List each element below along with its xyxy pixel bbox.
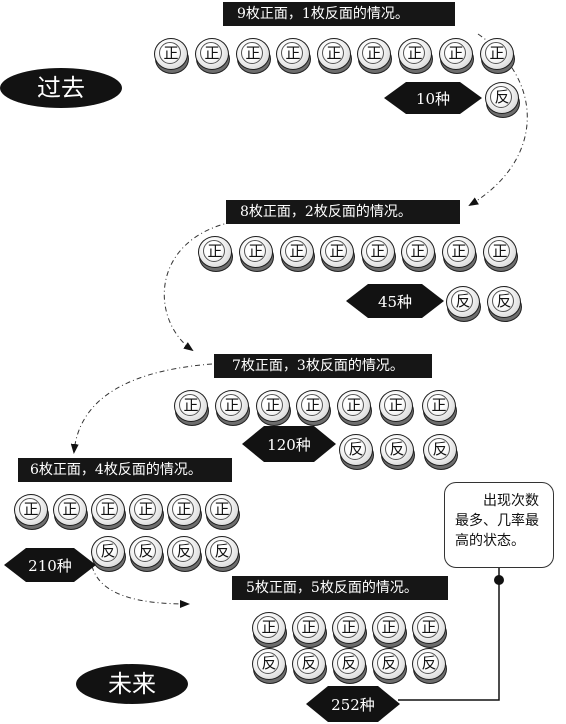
coin-heads: 正 (215, 390, 251, 426)
coin-tails: 反 (423, 434, 459, 470)
coin-heads: 正 (129, 494, 165, 530)
count-label: 120种 (267, 436, 311, 454)
coin-tails: 反 (487, 286, 523, 322)
caption-group-3: 7枚正面，3枚反面的情况。 (214, 354, 432, 378)
coin-heads: 正 (422, 390, 458, 426)
coin-heads: 正 (296, 390, 332, 426)
coin-heads: 正 (317, 38, 353, 74)
coin-heads: 正 (357, 38, 393, 74)
coin-tails: 反 (252, 648, 288, 684)
count-label: 10种 (415, 90, 451, 108)
future-label: 未来 (76, 664, 188, 704)
arrow-group2-to-group3 (163, 221, 233, 352)
coin-tails: 反 (129, 536, 165, 572)
coin-heads: 正 (276, 38, 312, 74)
count-label: 210种 (28, 557, 72, 575)
coin-heads: 正 (256, 390, 292, 426)
coin-heads: 正 (198, 236, 234, 272)
coin-heads: 正 (483, 236, 519, 272)
count-badge-group-3: 120种 (242, 426, 336, 462)
coin-heads: 正 (292, 612, 328, 648)
coin-heads: 正 (167, 494, 203, 530)
coin-tails: 反 (167, 536, 203, 572)
caption-group-5: 5枚正面，5枚反面的情况。 (232, 576, 448, 600)
coin-heads: 正 (154, 38, 190, 74)
coin-tails: 反 (412, 648, 448, 684)
coin-heads: 正 (480, 38, 516, 74)
coin-heads: 正 (14, 494, 50, 530)
caption-group-1: 9枚正面，1枚反面的情况。 (223, 2, 455, 26)
coin-tails: 反 (292, 648, 328, 684)
coin-heads: 正 (53, 494, 89, 530)
coin-heads: 正 (361, 236, 397, 272)
past-label: 过去 (0, 68, 122, 108)
note-pointer-dot (494, 575, 504, 585)
coin-heads: 正 (401, 236, 437, 272)
coin-heads: 正 (398, 38, 434, 74)
count-label: 252种 (331, 696, 375, 714)
count-badge-group-2: 45种 (346, 284, 444, 318)
coin-tails: 反 (332, 648, 368, 684)
count-badge-group-5: 252种 (306, 686, 400, 722)
coin-heads: 正 (252, 612, 288, 648)
count-label: 45种 (377, 293, 413, 311)
coin-tails: 反 (380, 434, 416, 470)
note-pointer-line (398, 568, 500, 701)
coin-heads: 正 (442, 236, 478, 272)
arrow-group3-to-group4 (70, 363, 213, 454)
coin-heads: 正 (372, 612, 408, 648)
coin-heads: 正 (236, 38, 272, 74)
count-badge-group-4: 210种 (4, 548, 96, 582)
coin-heads: 正 (205, 494, 241, 530)
coin-heads: 正 (280, 236, 316, 272)
coin-heads: 正 (195, 38, 231, 74)
coin-tails: 反 (485, 82, 521, 118)
coin-tails: 反 (446, 286, 482, 322)
count-badge-group-1: 10种 (384, 82, 482, 114)
coin-tails: 反 (339, 434, 375, 470)
coin-heads: 正 (239, 236, 275, 272)
coin-heads: 正 (174, 390, 210, 426)
coin-tails: 反 (372, 648, 408, 684)
caption-group-4: 6枚正面，4枚反面的情况。 (18, 458, 232, 482)
coin-heads: 正 (412, 612, 448, 648)
note-callout: 出现次数最多、几率最高的状态。 (444, 482, 554, 568)
caption-group-2: 8枚正面，2枚反面的情况。 (226, 200, 460, 224)
coin-heads: 正 (332, 612, 368, 648)
note-text: 出现次数最多、几率最高的状态。 (455, 493, 539, 549)
coin-heads: 正 (91, 494, 127, 530)
coin-heads: 正 (379, 390, 415, 426)
coin-heads: 正 (439, 38, 475, 74)
coin-heads: 正 (320, 236, 356, 272)
coin-tails: 反 (205, 536, 241, 572)
coin-tails: 反 (91, 536, 127, 572)
coin-heads: 正 (337, 390, 373, 426)
